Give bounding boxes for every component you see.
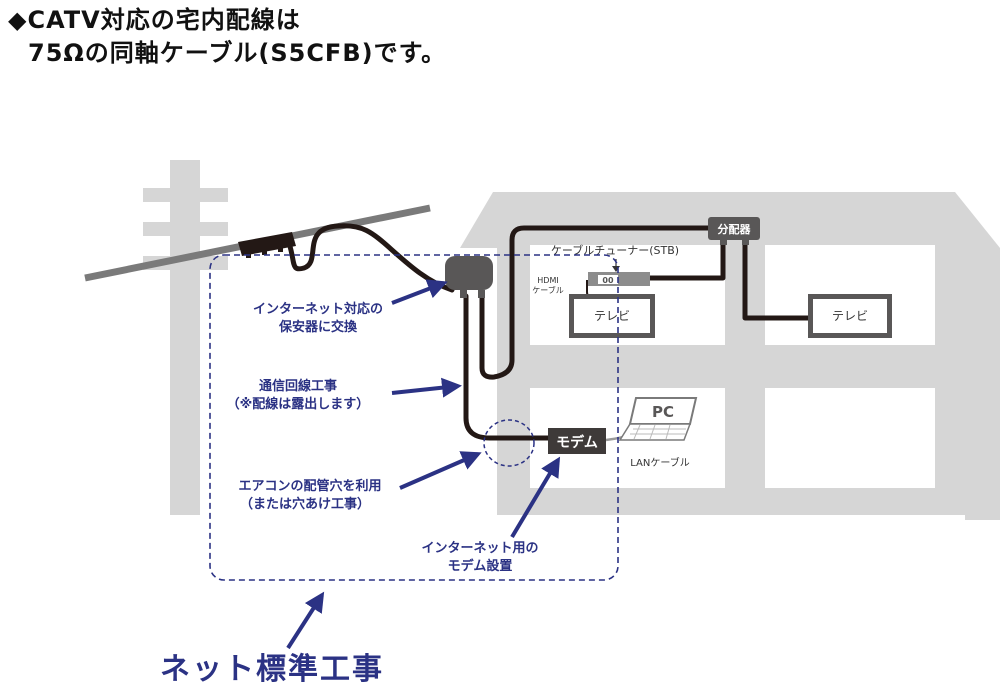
callout-modem-setup-line-1: インターネット用の	[421, 541, 538, 556]
arrow-line-work	[391, 377, 462, 398]
arrow-scope	[286, 591, 325, 650]
arrow-aircon	[399, 451, 482, 490]
heading-line-1: ◆CATV対応の宅内配線は	[8, 6, 301, 34]
pc-label: PC	[652, 403, 674, 421]
house	[460, 192, 1000, 520]
heading-line-2: 75Ωの同軸ケーブル(S5CFB)です。	[28, 39, 447, 67]
utility-pole	[143, 160, 228, 515]
callout-aircon-line-2: （または穴あけ工事）	[240, 496, 370, 512]
callout-line-work-line-2: （※配線は露出します）	[227, 396, 370, 412]
splitter-label: 分配器	[718, 222, 752, 236]
splitter: 分配器	[708, 217, 760, 245]
hdmi-label-line-1: HDMI	[537, 276, 558, 285]
callout-protector-line-1: インターネット対応の	[253, 301, 383, 317]
pc-laptop: PC	[618, 397, 698, 441]
arrow-modem-setup	[510, 456, 561, 539]
modem: モデム	[548, 428, 606, 454]
scope-title: ネット標準工事	[160, 652, 384, 686]
callout-texts: インターネット対応の 保安器に交換 通信回線工事 （※配線は露出します） エアコ…	[227, 301, 539, 574]
arrow-protector	[391, 279, 448, 305]
modem-label: モデム	[556, 434, 598, 451]
tv-right: テレビ	[808, 294, 892, 338]
room-lower-right	[765, 388, 935, 488]
tv-left: テレビ	[569, 294, 655, 338]
callout-line-work-line-1: 通信回線工事	[259, 378, 337, 394]
stb-label: ケーブルチューナー(STB)	[551, 243, 679, 257]
lan-label: LANケーブル	[630, 456, 690, 469]
tv-left-label: テレビ	[594, 309, 630, 323]
callout-protector-line-2: 保安器に交換	[278, 319, 358, 335]
line-tap	[238, 232, 296, 258]
callout-arrows	[286, 279, 561, 650]
wall-entry-marker	[483, 419, 535, 467]
tv-right-label: テレビ	[832, 309, 868, 323]
hdmi-label-line-2: ケーブル	[532, 285, 564, 295]
stb-display: 00	[602, 276, 614, 285]
scope-boundary	[209, 254, 619, 581]
coax-cables	[285, 223, 811, 441]
callout-modem-setup-line-2: モデム設置	[448, 558, 513, 574]
protector-device	[445, 256, 493, 298]
callout-aircon-line-1: エアコンの配管穴を利用	[238, 478, 381, 494]
stb-device: 00	[588, 272, 650, 286]
